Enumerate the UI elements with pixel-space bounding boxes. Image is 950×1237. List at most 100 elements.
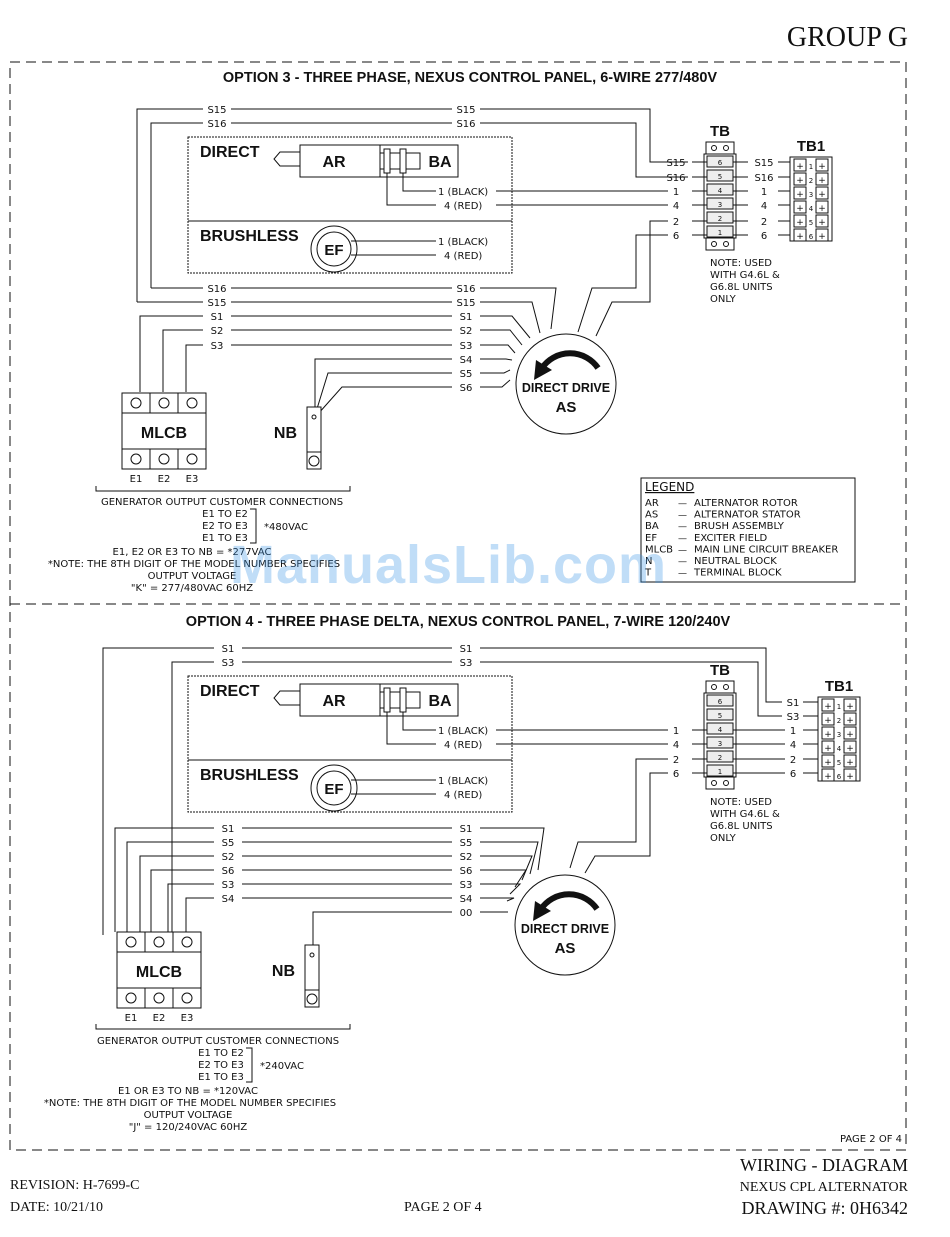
tb1-terminal: [815, 214, 829, 228]
wire: [386, 712, 436, 745]
tb-terminal: [706, 750, 734, 763]
wire: [150, 869, 214, 932]
mlcb-label: MLCB: [136, 964, 182, 981]
tb1-screw-icon: +: [824, 758, 832, 768]
wire: [595, 220, 668, 337]
exciter-field: [316, 231, 352, 267]
wire: [480, 315, 531, 339]
model-note: *NOTE: THE 8TH DIGIT OF THE MODEL NUMBER…: [48, 559, 340, 570]
tb1-wire-label: S1: [787, 698, 800, 709]
brushless-label: BRUSHLESS: [200, 767, 299, 784]
connection-pair: E1 TO E2: [198, 1048, 244, 1059]
wire: [480, 827, 545, 871]
stator-label: DIRECT DRIVE: [521, 922, 609, 936]
wire: [171, 661, 214, 935]
output-terminal-label: E3: [181, 1013, 194, 1024]
legend-code: BA: [645, 521, 659, 532]
wire: [480, 301, 541, 334]
wire-label: S3: [222, 658, 235, 669]
breaker-terminal: [158, 453, 170, 465]
wire-label: S4: [460, 355, 473, 366]
terminal-block: [703, 692, 737, 778]
legend-title: LEGEND: [645, 480, 694, 494]
wire-label: S6: [460, 866, 473, 877]
tb1-terminal-number: 2: [809, 177, 813, 185]
wire-label: S1: [222, 824, 235, 835]
wire: [569, 758, 668, 869]
wire: [317, 386, 452, 415]
legend-description: ALTERNATOR STATOR: [694, 510, 801, 521]
wire: [480, 358, 513, 361]
tb1-screw-icon: +: [824, 772, 832, 782]
tb-screw: [711, 684, 717, 690]
wire: [386, 173, 436, 206]
output-terminal-label: E2: [158, 474, 171, 485]
wire: [480, 855, 533, 881]
tb1-screw-icon: +: [824, 716, 832, 726]
wire: [402, 712, 436, 731]
rotor-wire-label: 1 (BLACK): [438, 726, 488, 737]
tb-terminal-number: 3: [718, 201, 722, 209]
tb1-screw-icon: +: [818, 176, 826, 186]
tb-terminal: [706, 764, 734, 777]
tb-screw: [723, 684, 729, 690]
connection-pair: E1 TO E2: [202, 509, 248, 520]
tb1-terminal: [815, 186, 829, 200]
tb1-terminal: [793, 228, 807, 242]
tb1-screw-icon: +: [796, 204, 804, 214]
wire: [480, 841, 539, 875]
direct-label: DIRECT: [200, 683, 260, 700]
stator-label: AS: [555, 940, 576, 957]
tb1-terminal-number: 4: [837, 745, 842, 753]
tb-terminal: [706, 708, 734, 721]
tb1-terminal: [821, 698, 835, 712]
main-line-circuit-breaker: [116, 931, 202, 1009]
legend-description: BRUSH ASSEMBLY: [694, 521, 785, 532]
tb1-terminal: [843, 768, 857, 782]
wire: [480, 897, 515, 902]
breaker-terminal: [186, 397, 198, 409]
breaker-terminal: [130, 397, 142, 409]
tb-note: G6.8L UNITS: [710, 282, 773, 293]
tb-wire-label: 4: [673, 201, 679, 212]
tb1-terminal: [821, 726, 835, 740]
voltage-code: "K" = 277/480VAC 60HZ: [131, 583, 253, 594]
tb1-screw-icon: +: [796, 176, 804, 186]
tb1-terminal: [821, 740, 835, 754]
tb-terminal-number: 6: [718, 159, 723, 167]
output-terminal-label: E1: [125, 1013, 138, 1024]
tb1-screw-icon: +: [824, 744, 832, 754]
wire: [185, 897, 214, 932]
breaker-terminal: [181, 936, 193, 948]
tb-wire-label: S16: [754, 173, 773, 184]
wire: [126, 841, 214, 932]
neutral-terminal: [306, 993, 318, 1005]
tb1-terminal: [815, 158, 829, 172]
terminal-block: [703, 153, 737, 239]
connections-heading: GENERATOR OUTPUT CUSTOMER CONNECTIONS: [101, 497, 343, 508]
tb-screw: [723, 241, 729, 247]
wire: [139, 315, 203, 392]
tb-wire-label: 4: [790, 740, 796, 751]
tb-terminal-number: 1: [718, 768, 722, 776]
tb1-screw-icon: +: [818, 232, 826, 242]
output-terminal-label: E1: [130, 474, 143, 485]
legend: LEGEND AR—ALTERNATOR ROTORAS—ALTERNATOR …: [640, 477, 856, 583]
wire-label: S1: [460, 312, 473, 323]
group-heading: GROUP G: [786, 22, 908, 53]
brush-assembly-label: BA: [428, 693, 452, 710]
neutral-block-label: NB: [274, 425, 297, 442]
wire-label: S4: [222, 894, 235, 905]
tb1-screw-icon: +: [846, 702, 854, 712]
tb-wire-label: 6: [790, 769, 796, 780]
tb-terminal: [706, 736, 734, 749]
brush-icon: [383, 687, 391, 713]
tb1-screw-icon: +: [796, 232, 804, 242]
tb1-screw-icon: +: [846, 730, 854, 740]
tb-terminal-number: 2: [718, 215, 722, 223]
wire: [167, 883, 214, 932]
tb1-terminal-number: 1: [809, 163, 813, 171]
frame-page-number: PAGE 2 OF 4: [840, 1134, 902, 1145]
